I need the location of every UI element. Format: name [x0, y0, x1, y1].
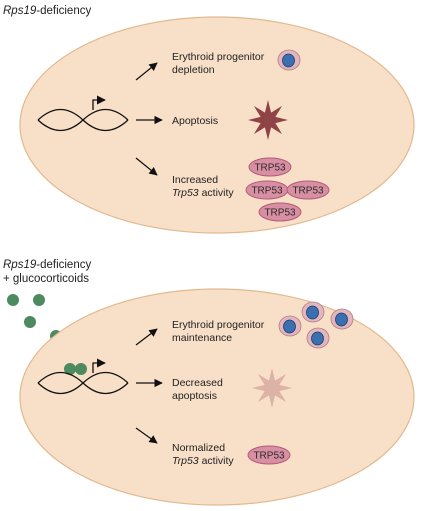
- glucocorticoid-molecule: [24, 316, 36, 328]
- svg-text:TRP53: TRP53: [292, 186, 324, 197]
- panel-1-header: Rps19-deficiency: [3, 5, 91, 17]
- erythroid-progenitor-cell-icon: [306, 327, 330, 349]
- erythroid-progenitor-cell-icon: [278, 315, 302, 337]
- apoptosis-burst-icon: [248, 100, 288, 140]
- trp53-protein: TRP53: [286, 180, 330, 200]
- glucocorticoid-molecule: [33, 294, 45, 306]
- cell-1: [19, 16, 415, 234]
- progenitor-label-2: Erythroid progenitor maintenance: [172, 319, 267, 344]
- panel-rps19-deficiency-glucocorticoids: Rps19-deficiency + glucocorticoids Eryth…: [3, 259, 415, 506]
- trp53-cluster-increased: TRP53 TRP53 TRP53 TRP53: [245, 157, 330, 222]
- apoptosis-label-2: Decreased apoptosis: [172, 377, 226, 402]
- glucocorticoid-bound-molecule: [75, 363, 87, 375]
- trp53-label-1: Increased Trp53 activity: [172, 174, 234, 199]
- svg-text:TRP53: TRP53: [254, 163, 286, 174]
- trp53-protein: TRP53: [248, 157, 292, 177]
- dna-helix-1: [37, 95, 129, 132]
- erythroid-progenitor-cell-icon: [277, 49, 301, 71]
- svg-text:TRP53: TRP53: [253, 451, 285, 462]
- glucocorticoid-molecules-outside: [7, 294, 62, 342]
- svg-text:TRP53: TRP53: [251, 186, 283, 197]
- glucocorticoid-bound-molecule: [64, 363, 76, 375]
- glucocorticoid-molecule: [7, 294, 19, 306]
- trp53-protein: TRP53: [258, 202, 302, 222]
- arrow-to-trp53-1: [135, 157, 158, 176]
- trp53-label-2: Normalized Trp53 activity: [172, 442, 234, 467]
- promoter-arrow-1: [92, 95, 106, 110]
- arrow-to-trp53-2: [135, 427, 158, 444]
- apoptosis-label-1: Apoptosis: [172, 115, 218, 127]
- panel-2-header: Rps19-deficiency + glucocorticoids: [3, 259, 94, 285]
- panel-rps19-deficiency: Rps19-deficiency Erythroid progenitor de…: [3, 5, 415, 234]
- trp53-protein: TRP53: [245, 180, 289, 200]
- svg-text:TRP53: TRP53: [264, 208, 296, 219]
- erythroid-progenitor-cell-icon: [301, 301, 325, 323]
- apoptosis-burst-faded-icon: [252, 368, 292, 408]
- arrow-to-progenitor-2: [135, 328, 158, 346]
- dna-helix-2: [37, 358, 129, 395]
- arrow-to-progenitor-1: [135, 62, 158, 81]
- promoter-arrow-2: [92, 358, 106, 373]
- erythroid-progenitor-cell-icon: [330, 308, 354, 330]
- erythroid-progenitor-cluster: [278, 301, 354, 349]
- trp53-protein: TRP53: [247, 445, 291, 465]
- progenitor-label-1: Erythroid progenitor depletion: [172, 51, 267, 76]
